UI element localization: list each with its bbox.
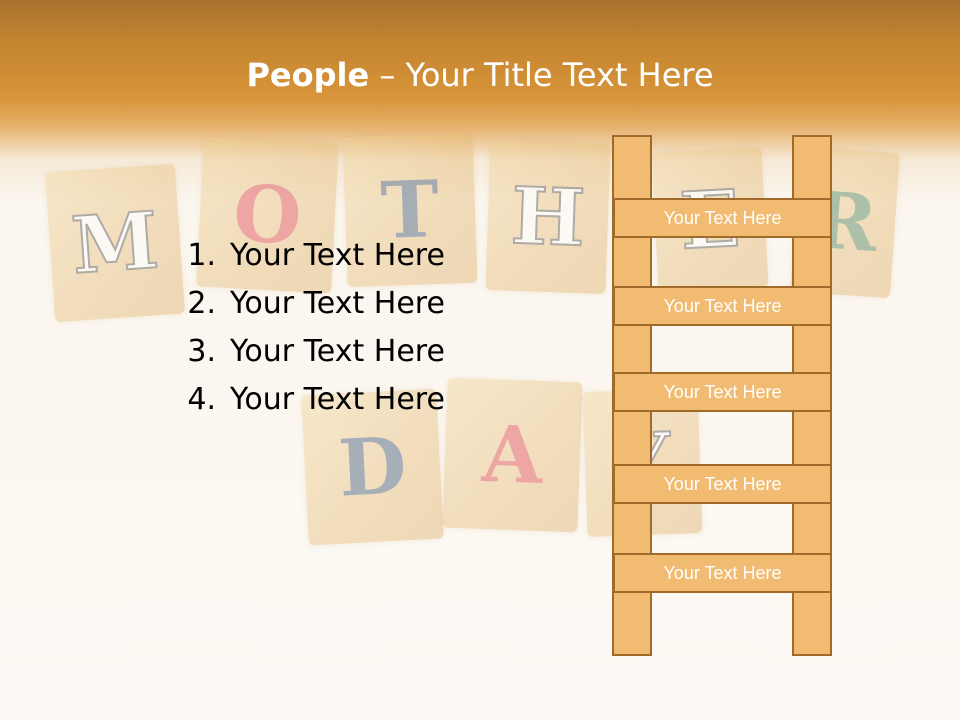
list-item-number: 1. <box>187 238 216 273</box>
title-rest: Your Title Text Here <box>405 56 714 94</box>
numbered-list: 1. Your Text Here 2. Your Text Here 3. Y… <box>150 232 445 424</box>
list-item: 2. Your Text Here <box>150 280 445 328</box>
list-item: 4. Your Text Here <box>150 376 445 424</box>
list-item-text: Your Text Here <box>230 238 445 273</box>
list-item-text: Your Text Here <box>230 382 445 417</box>
title-bold-part: People <box>246 56 370 94</box>
list-item-text: Your Text Here <box>230 334 445 369</box>
list-item-number: 4. <box>187 382 216 417</box>
ladder-rung: Your Text Here <box>613 464 832 504</box>
background-block-a: A <box>442 377 583 533</box>
block-letter: H <box>509 169 588 265</box>
slide-title: People – Your Title Text Here <box>0 50 960 100</box>
block-letter: A <box>480 408 545 502</box>
ladder-rung: Your Text Here <box>613 372 832 412</box>
ladder-rung: Your Text Here <box>613 286 832 326</box>
background-block-h: H <box>485 139 611 295</box>
list-item-number: 3. <box>187 334 216 369</box>
list-item: 3. Your Text Here <box>150 328 445 376</box>
ladder-rung: Your Text Here <box>613 198 832 238</box>
list-item: 1. Your Text Here <box>150 232 445 280</box>
list-item-number: 2. <box>187 286 216 321</box>
ladder-rung: Your Text Here <box>613 553 832 593</box>
list-item-text: Your Text Here <box>230 286 445 321</box>
title-dash: – <box>369 56 406 94</box>
